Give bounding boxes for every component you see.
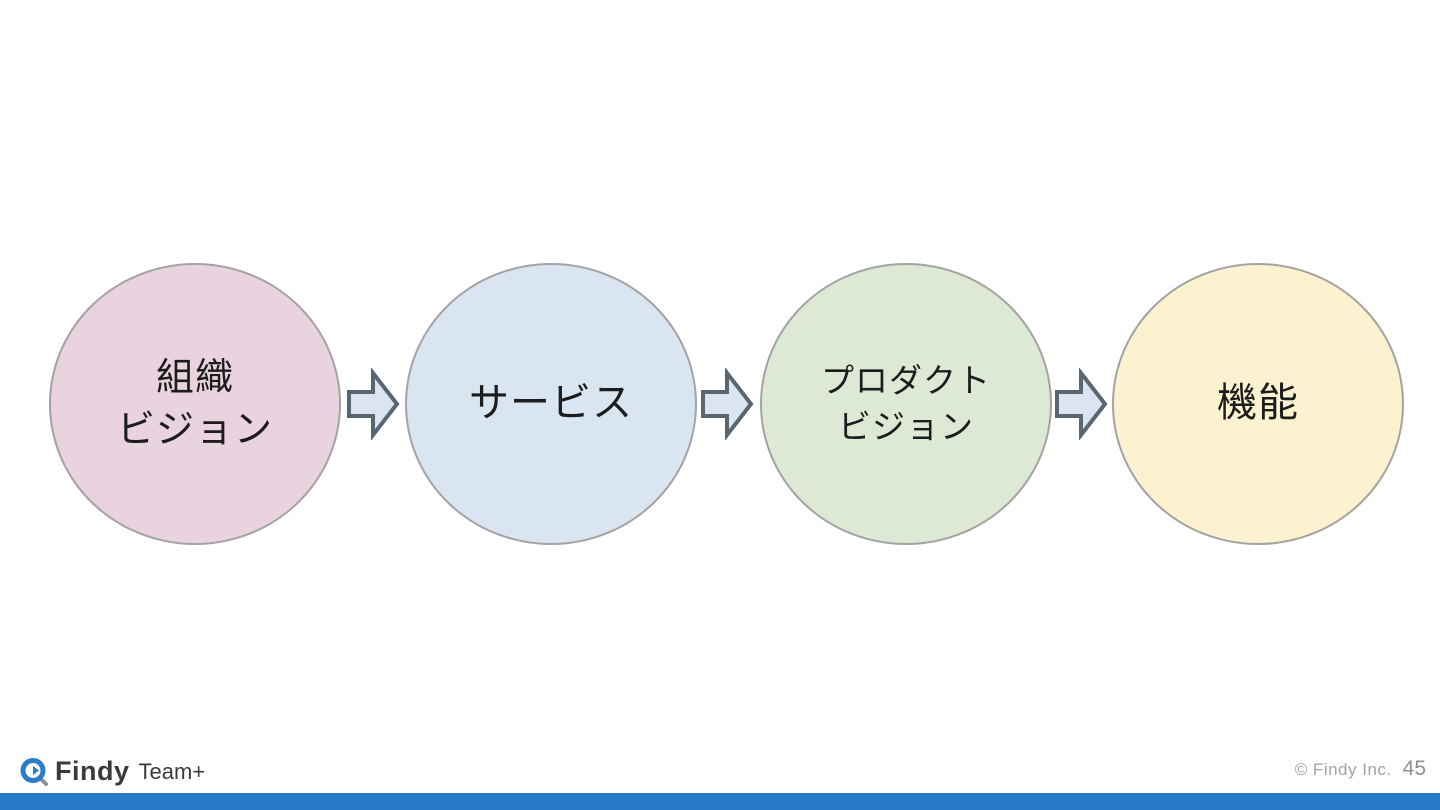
brand-name: Findy <box>55 756 130 786</box>
circle-organization-vision-label: 組織 ビジョン <box>116 356 273 451</box>
right-arrow-icon <box>1055 368 1108 440</box>
copyright-text: © Findy Inc. <box>1294 760 1392 779</box>
slide-footer: Findy Team+ © Findy Inc. 45 <box>0 753 1440 793</box>
page-number: 45 <box>1402 757 1426 780</box>
findy-teamplus-logo: Findy Team+ <box>20 756 205 787</box>
circle-service: サービス <box>405 263 697 545</box>
right-arrow-icon <box>347 368 400 440</box>
circle-service-label: サービス <box>469 381 633 426</box>
findy-logo-icon <box>20 758 48 786</box>
circle-organization-vision: 組織 ビジョン <box>49 263 341 545</box>
circle-product-vision-label: プロダクト ビジョン <box>821 362 991 445</box>
right-arrow-icon <box>701 368 754 440</box>
copyright-area: © Findy Inc. 45 <box>1295 757 1426 781</box>
circle-function: 機能 <box>1112 263 1404 545</box>
product-name: Team+ <box>138 758 206 784</box>
accent-bar <box>0 793 1440 810</box>
circle-function-label: 機能 <box>1217 381 1299 426</box>
circle-product-vision: プロダクト ビジョン <box>760 263 1052 545</box>
